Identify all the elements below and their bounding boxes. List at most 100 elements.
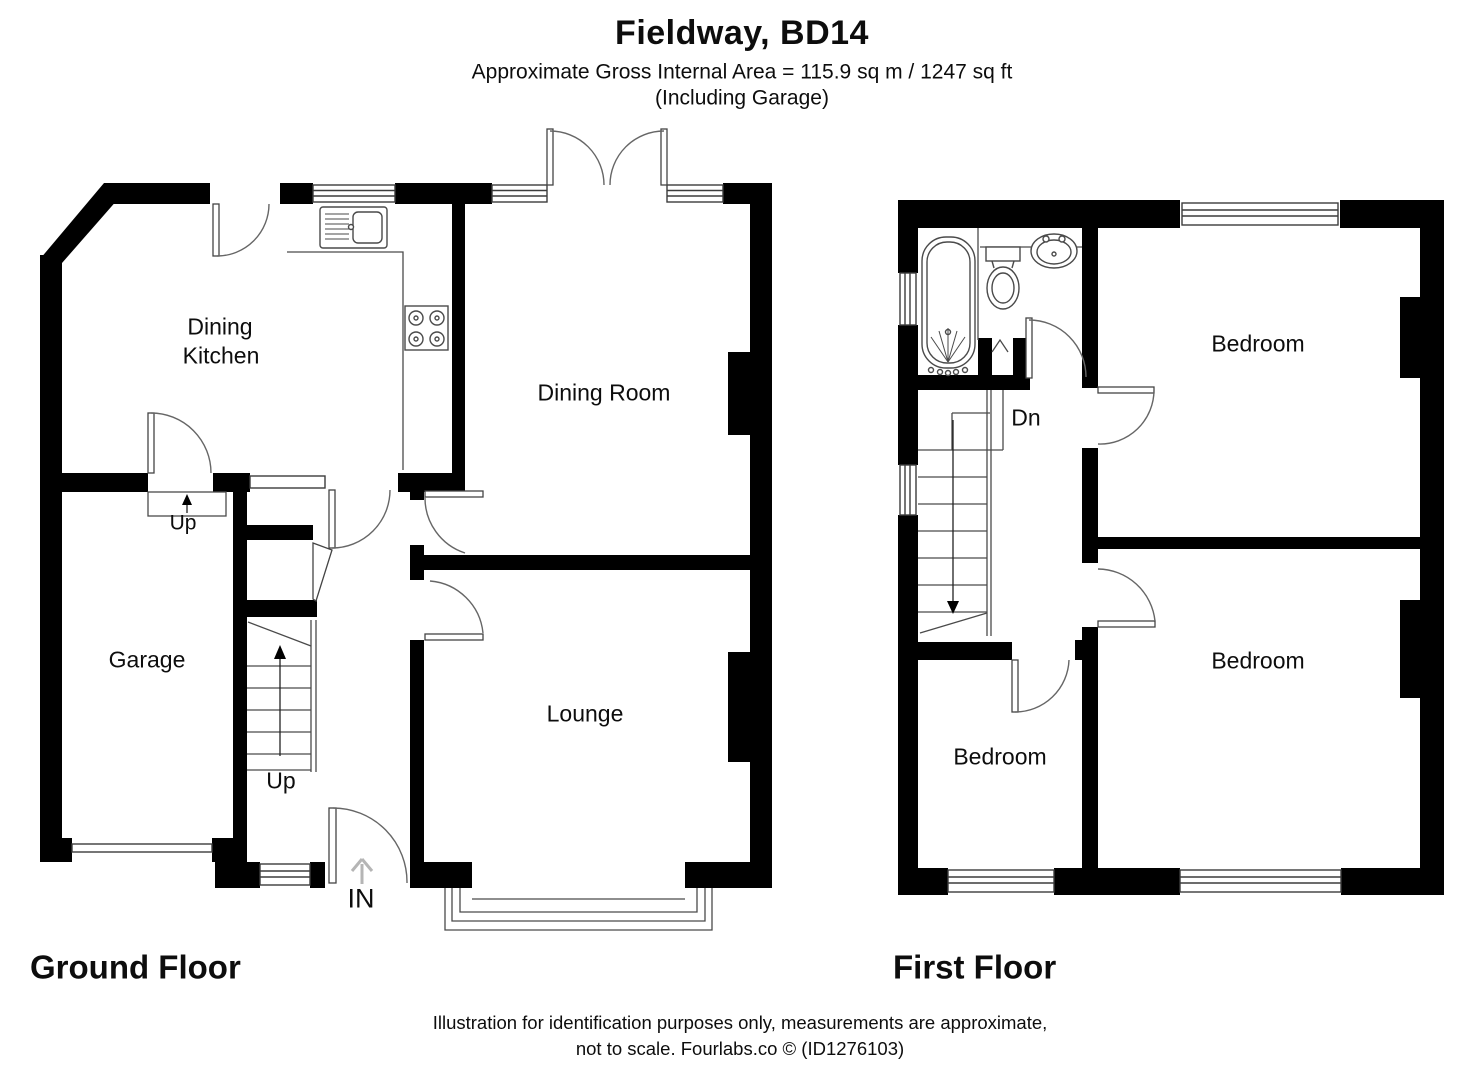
top-wall-a	[104, 183, 210, 204]
bottom-wall-a	[898, 868, 948, 895]
kitchen-window	[312, 184, 396, 203]
stairs-side-window	[899, 464, 917, 516]
dining-lounge-divider-wall	[410, 555, 772, 570]
kitchen-counter	[287, 251, 404, 470]
bedroom-top-window	[1181, 202, 1339, 226]
back-door	[212, 203, 270, 257]
room-label-dining-kitchen-1: Dining	[187, 313, 253, 340]
top-wall-a	[898, 200, 1180, 228]
left-wall	[40, 255, 62, 862]
garage-hall-wall	[233, 475, 247, 862]
dining-room-door	[424, 490, 484, 554]
room-label-dining-kitchen-2: Kitchen	[182, 342, 260, 369]
bathroom-door	[1025, 317, 1087, 379]
small-bedroom-window	[947, 869, 1055, 893]
bay-window	[444, 888, 713, 931]
lounge-door	[424, 580, 484, 641]
airing-cupboard-louvre	[991, 338, 1009, 353]
toilet-icon	[985, 246, 1021, 310]
first-floor-plan	[898, 200, 1444, 895]
up-stairs-label: Up	[266, 767, 296, 794]
hall-lounge-wall	[410, 640, 424, 862]
landing-bedroom-wall-b	[1082, 448, 1098, 563]
understairs-cupboard-door	[312, 542, 333, 603]
entrance-arrow-icon	[350, 858, 374, 884]
page-title: Fieldway, BD14	[615, 14, 869, 52]
bedroom-divider-horizontal	[1082, 537, 1420, 549]
top-wall-c	[395, 183, 492, 204]
bottom-wall-b	[1054, 868, 1180, 895]
kitchen-dining-wall	[452, 204, 465, 492]
airing-cupboard-post-a	[978, 338, 992, 378]
front-side-window	[259, 863, 311, 886]
hall-top-wall	[398, 473, 465, 492]
rear-bedroom-window	[1179, 869, 1342, 893]
first-floor-title: First Floor	[893, 948, 1057, 986]
area-line: Approximate Gross Internal Area = 115.9 …	[471, 60, 1013, 84]
left-wall-b	[898, 325, 918, 465]
ground-floor-doors	[147, 128, 668, 884]
cupboard-wall-top	[233, 525, 313, 540]
including-line: (Including Garage)	[655, 86, 829, 110]
entrance-label: IN	[347, 883, 375, 914]
down-stairs-label: Dn	[1011, 404, 1041, 431]
garage-front-wall-a	[40, 838, 72, 862]
ground-floor-stairs	[247, 620, 317, 772]
hall-wall-mid	[410, 545, 424, 580]
bottom-wall-c	[1341, 868, 1444, 895]
dining-window-right	[666, 184, 724, 203]
dining-window-left	[491, 184, 548, 203]
french-doors	[546, 128, 668, 186]
bath-icon	[921, 236, 976, 377]
first-floor-windows	[899, 202, 1342, 893]
rear-bedroom-door	[1097, 568, 1156, 628]
room-label-bedroom-rear: Bedroom	[1211, 647, 1305, 674]
garage-step-door	[147, 412, 212, 474]
front-wall-a	[215, 862, 260, 888]
garage-step	[147, 491, 227, 517]
bedroom-chimney-top	[1400, 297, 1420, 378]
cupboard-wall-bottom	[233, 600, 317, 617]
basin-icon	[1030, 233, 1078, 269]
hob-icon	[404, 305, 449, 351]
front-wall-c	[685, 862, 772, 888]
top-wall-b	[280, 183, 313, 204]
up-step-label: Up	[169, 511, 197, 535]
first-floor-doors	[1011, 317, 1156, 713]
bedroom-divider-vertical	[1082, 627, 1098, 868]
room-label-bedroom-front: Bedroom	[1211, 330, 1305, 357]
ground-floor-plan	[40, 128, 772, 931]
garage-door	[71, 843, 213, 853]
kitchen-hall-door	[328, 489, 391, 549]
front-bedroom-door	[1097, 386, 1155, 445]
ground-floor-title: Ground Floor	[30, 948, 241, 986]
right-wall	[750, 183, 772, 862]
small-bedroom-door	[1011, 659, 1070, 713]
airing-cupboard-post-b	[1013, 338, 1027, 378]
landing-bedroom-wall-a	[1082, 228, 1098, 388]
room-label-lounge: Lounge	[546, 700, 624, 727]
front-wall-pier	[310, 862, 325, 888]
sink-icon	[319, 206, 388, 249]
left-wall-c	[898, 515, 918, 895]
kitchen-garage-wall-a	[40, 473, 148, 492]
small-bedroom-top-wall-a	[898, 642, 1012, 660]
dining-chimney-breast	[728, 352, 750, 435]
small-bedroom-top-wall-b	[1075, 640, 1098, 660]
right-wall	[1420, 200, 1444, 895]
garage-front-wall-b	[212, 838, 247, 862]
up-arrow	[274, 645, 286, 659]
bathroom-side-window	[899, 272, 917, 326]
room-label-dining-room: Dining Room	[537, 379, 671, 406]
ground-floor-windows	[71, 184, 724, 886]
hall-wall-stub	[410, 492, 424, 500]
front-door	[328, 807, 408, 884]
ground-floor-walls	[40, 183, 772, 888]
kitchen-hall-opening-frame	[249, 475, 326, 489]
first-floor-walls	[898, 200, 1444, 895]
down-arrow	[947, 601, 959, 614]
up-arrow-small	[182, 494, 192, 505]
bedroom-chimney-bottom	[1400, 600, 1420, 698]
